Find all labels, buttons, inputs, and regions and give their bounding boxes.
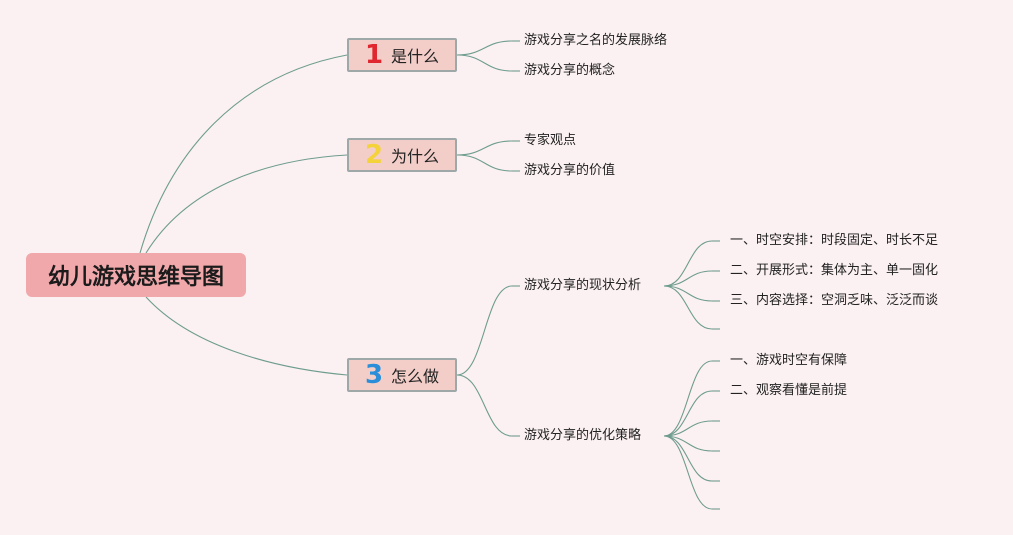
root-connector — [145, 154, 348, 254]
root-connector — [139, 54, 348, 254]
item-connector — [663, 270, 713, 287]
leaf-topic[interactable]: 三、内容选择：空洞乏味、泛泛而谈 — [730, 293, 939, 308]
branch-label: 为什么 — [391, 147, 440, 166]
subtopic-connector — [456, 285, 513, 376]
item-connector — [663, 390, 713, 437]
subtopic-status-analysis[interactable]: 游戏分享的现状分析 — [524, 278, 642, 293]
branch-how[interactable]: 3 怎么做 — [347, 358, 457, 392]
branch-why[interactable]: 2 为什么 — [347, 138, 457, 172]
subtopic-connector — [456, 374, 513, 437]
branch-number: 3 — [364, 360, 384, 390]
item-connector — [663, 285, 713, 330]
branch-number: 2 — [364, 140, 384, 170]
root-connector — [145, 296, 348, 376]
leaf-connector — [456, 154, 513, 172]
leaf-topic[interactable]: 二、开展形式：集体为主、单一固化 — [730, 263, 939, 278]
item-connector — [663, 240, 713, 287]
branch-what[interactable]: 1 是什么 — [347, 38, 457, 72]
branch-label: 是什么 — [391, 47, 440, 66]
item-connector — [663, 360, 713, 437]
item-connector — [663, 435, 713, 482]
leaf-topic[interactable]: 专家观点 — [524, 133, 577, 148]
subtopic-optimization-strategy[interactable]: 游戏分享的优化策略 — [524, 428, 642, 443]
leaf-topic[interactable]: 一、时空安排：时段固定、时长不足 — [730, 233, 939, 248]
branch-label: 怎么做 — [391, 367, 440, 386]
leaf-topic[interactable]: 一、游戏时空有保障 — [730, 353, 848, 368]
leaf-topic[interactable]: 游戏分享的价值 — [524, 163, 616, 178]
leaf-connector — [456, 140, 513, 156]
root-topic[interactable]: 幼儿游戏思维导图 — [26, 253, 246, 297]
branch-number: 1 — [364, 40, 384, 70]
item-connector — [663, 435, 713, 510]
item-connector — [663, 285, 713, 302]
root-topic-label: 幼儿游戏思维导图 — [47, 265, 224, 290]
leaf-topic[interactable]: 游戏分享的概念 — [524, 63, 616, 78]
leaf-topic[interactable]: 游戏分享之名的发展脉络 — [524, 33, 668, 48]
leaf-connector — [456, 54, 513, 72]
leaf-topic[interactable]: 二、观察看懂是前提 — [730, 383, 848, 398]
item-connector — [663, 420, 713, 437]
leaf-connector — [456, 40, 513, 56]
